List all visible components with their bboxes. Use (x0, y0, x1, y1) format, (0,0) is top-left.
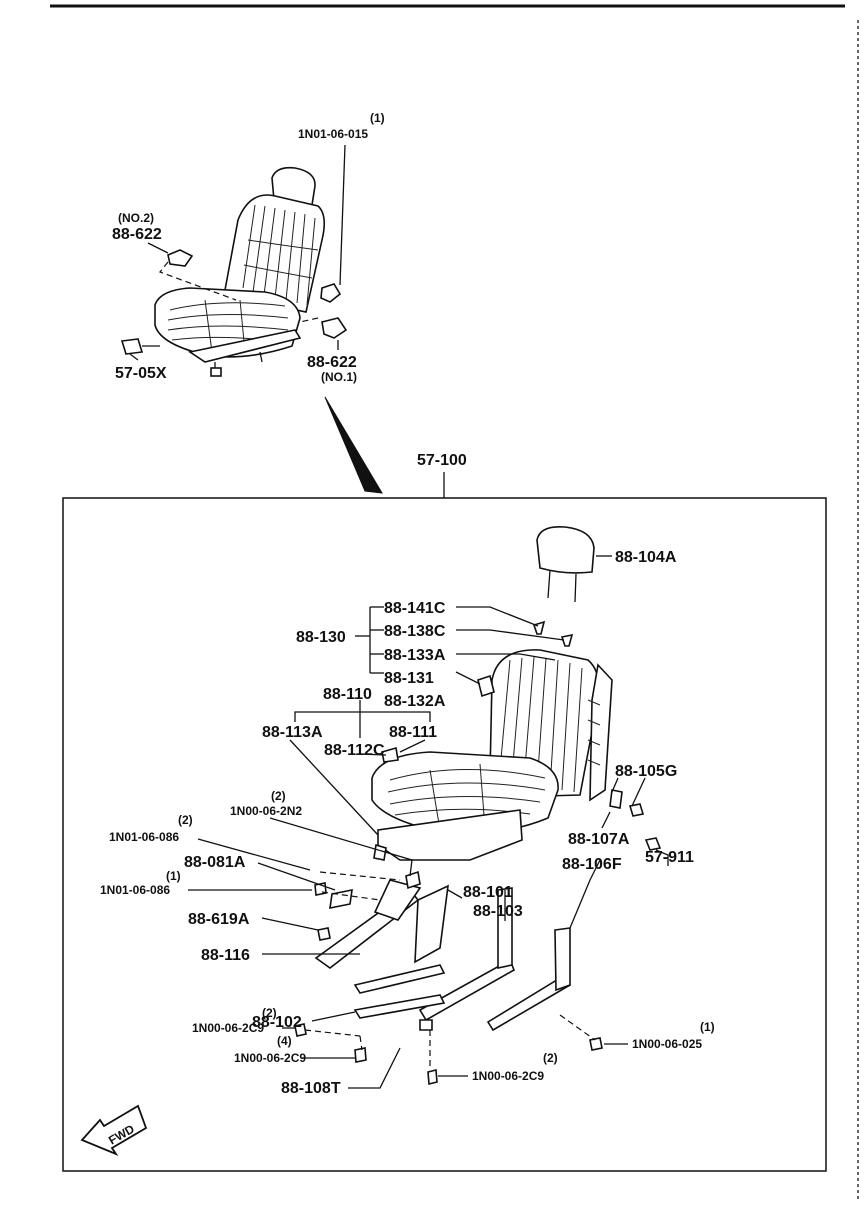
p113a-label: 88-113A (262, 724, 323, 741)
p103-label: 88-103 (473, 903, 523, 920)
leader-102 (311, 1011, 356, 1022)
leader-086a (197, 838, 311, 871)
leader-133a (456, 653, 556, 661)
leader-081a (257, 862, 336, 891)
bolt-086a-label: 1N01-06-086 (109, 830, 179, 844)
leader-112c (359, 753, 387, 756)
main-seat-illustration (294, 525, 662, 1086)
q-2c9a-label: (2) (262, 1006, 277, 1020)
bolt-2c9a-label: 1N00-06-2C9 (192, 1021, 264, 1035)
leader-latch (129, 353, 139, 361)
leader-108t (348, 1047, 401, 1089)
p108t-label: 88-108T (281, 1080, 341, 1097)
bolt-025-label: 1N00-06-025 (632, 1037, 702, 1051)
leader-bolt-top (339, 144, 346, 286)
group-130-label: 88-130 (296, 629, 346, 646)
bolt-086b-label: 1N01-06-086 (100, 883, 170, 897)
leader-141c (456, 606, 539, 627)
bolt-top-label: 1N01-06-015 (298, 127, 368, 141)
p107a-label: 88-107A (568, 831, 630, 848)
assembly-box (62, 497, 827, 1172)
latch-part (120, 338, 144, 355)
leader-619a (261, 917, 319, 931)
q-025-label: (1) (700, 1020, 715, 1034)
no2-label: (NO.2) (118, 211, 154, 225)
leader-106f (569, 859, 601, 929)
p105g-label: 88-105G (615, 763, 677, 780)
bolt-2n2-label: 1N00-06-2N2 (230, 804, 302, 818)
leader-107a (601, 811, 611, 829)
p101-label: 88-101 (463, 884, 513, 901)
q-2c9c-label: (2) (543, 1051, 558, 1065)
leader-113a (289, 739, 379, 836)
p619a-label: 88-619A (188, 911, 250, 928)
cover-right-label: 88-622 (307, 354, 357, 371)
assembly-dashed-guides (304, 871, 596, 1070)
bolt-part (320, 283, 342, 303)
q-086b-label: (1) (166, 869, 181, 883)
fwd-arrow-icon: FWD (80, 1104, 148, 1156)
p132a-label: 88-132A (384, 693, 446, 710)
p081a-label: 88-081A (184, 854, 246, 871)
leader-132a (455, 671, 481, 685)
q-2c9b-label: (4) (277, 1034, 292, 1048)
p138c-label: 88-138C (384, 623, 446, 640)
p111-label: 88-111 (389, 724, 437, 741)
p116-label: 88-116 (201, 947, 250, 964)
leader-111 (399, 739, 426, 753)
leader-107a-up (611, 777, 619, 793)
bolt-2c9b-label: 1N00-06-2C9 (234, 1051, 306, 1065)
leader-105g (631, 777, 646, 807)
p131-label: 88-131 (384, 670, 434, 687)
no1-label: (NO.1) (321, 370, 357, 384)
leader-2n2 (269, 817, 413, 877)
q-086a-label: (2) (178, 813, 193, 827)
p133a-label: 88-133A (384, 647, 446, 664)
p106f-label: 88-106F (562, 856, 622, 873)
p102-label: 88-102 (252, 1014, 302, 1031)
p911-label: 57-911 (645, 849, 694, 866)
latch-label: 57-05X (115, 365, 167, 382)
q-2n2-label: (2) (271, 789, 286, 803)
qty-bolt-top: (1) (370, 111, 385, 125)
bracket-110 (294, 711, 431, 722)
leader-138c (456, 629, 565, 641)
p141c-label: 88-141C (384, 600, 446, 617)
headrest-label: 88-104A (615, 549, 677, 566)
leader-cover-no2 (147, 242, 169, 254)
group-110-label: 88-110 (323, 686, 372, 703)
cover-left-label: 88-622 (112, 226, 162, 243)
cover-no1-part (321, 317, 348, 339)
bolt-2c9c-label: 1N00-06-2C9 (472, 1069, 544, 1083)
upper-seat-illustration (120, 166, 348, 377)
leader-101 (447, 889, 463, 899)
assembly-label: 57-100 (417, 452, 467, 469)
leader-911 (655, 849, 669, 866)
assembly-pointer-arrow (324, 396, 383, 494)
cover-no2-part (167, 249, 194, 267)
p112c-label: 88-112C (324, 742, 385, 759)
